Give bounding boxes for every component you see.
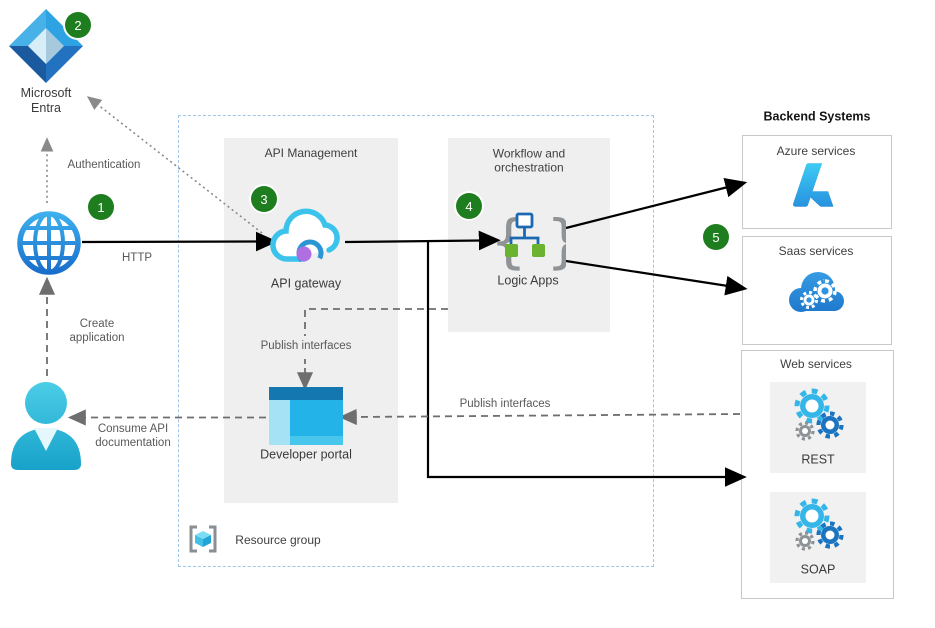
api-gateway-label: API gateway [270, 276, 342, 291]
cloud-gears-icon [789, 272, 844, 312]
gears-icon [794, 388, 844, 441]
svg-text:}: } [546, 208, 566, 275]
api-management-title: API Management [264, 145, 358, 160]
globe-icon [17, 211, 81, 275]
step-badge-5: 5 [703, 224, 729, 250]
api-gateway-cloud-icon [270, 208, 340, 267]
http-label: HTTP [121, 252, 153, 265]
azure-logo-icon [793, 163, 834, 207]
web-services-title: Web services [780, 356, 852, 371]
backend-systems-title: Backend Systems [763, 109, 871, 124]
microsoft-entra-icon [9, 9, 83, 83]
saas-services-title: Saas services [778, 243, 854, 258]
step-badge-1: 1 [88, 194, 114, 220]
resource-group-label: Resource group [235, 532, 321, 547]
step-badge-4: 4 [456, 193, 482, 219]
publish-interfaces-label-portal: Publish interfaces [260, 340, 352, 353]
publish-interfaces-label-web: Publish interfaces [459, 398, 551, 411]
logic-apps-icon: { } [490, 208, 566, 275]
developer-portal-icon [269, 387, 343, 445]
gears-icon [794, 498, 844, 551]
azure-services-box [742, 135, 892, 229]
developer-portal-label: Developer portal [260, 447, 352, 462]
person-icon [11, 382, 81, 470]
step-badge-3: 3 [251, 186, 277, 212]
resource-group-icon [189, 525, 217, 553]
azure-services-title: Azure services [776, 143, 856, 158]
authentication-label: Authentication [67, 159, 141, 172]
soap-label: SOAP [800, 562, 836, 577]
rest-label: REST [801, 452, 835, 467]
logic-apps-label: Logic Apps [497, 273, 559, 288]
step-badge-2: 2 [65, 12, 91, 38]
